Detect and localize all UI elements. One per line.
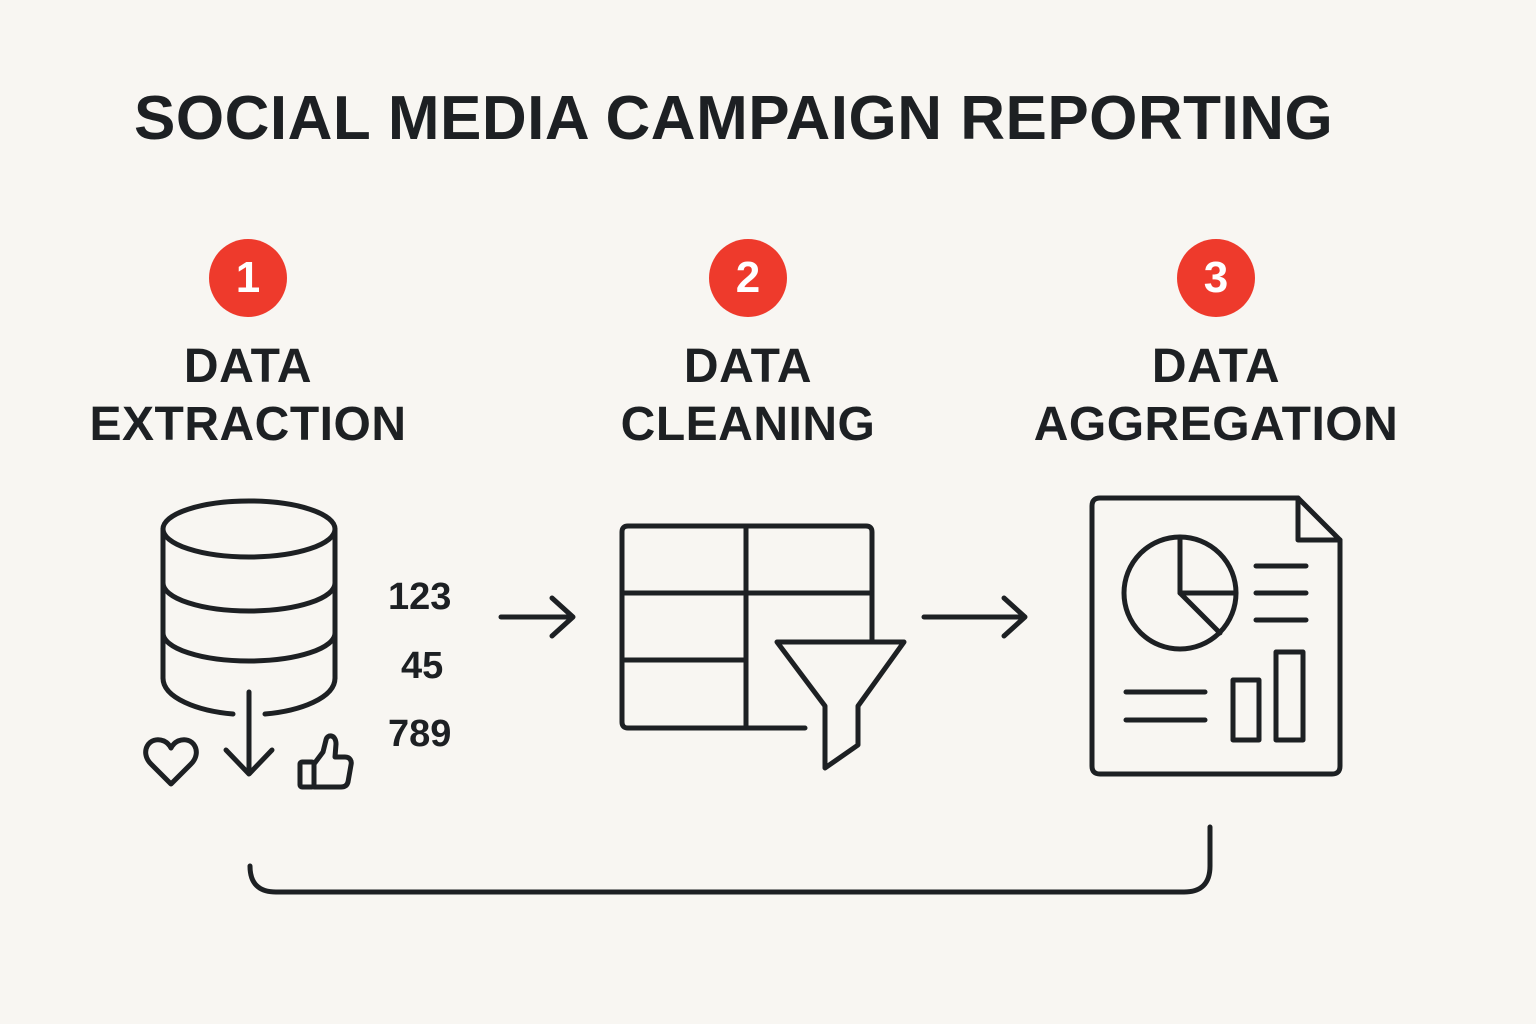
step-1-badge: 1: [209, 239, 287, 317]
heart-icon: [146, 740, 197, 784]
pie-chart-icon: [1124, 537, 1236, 649]
table-icon: [622, 526, 872, 728]
step-2-badge: 2: [709, 239, 787, 317]
step-3-label: DATA AGGREGATION: [1006, 338, 1426, 454]
loop-back-line: [250, 827, 1210, 892]
right-arrow-icon: [924, 598, 1025, 636]
metric-value: 45: [401, 645, 444, 687]
step-1-label-line2: EXTRACTION: [89, 398, 407, 451]
funnel-icon: [777, 642, 904, 768]
database-icon: [163, 501, 335, 714]
thumbs-up-icon: [300, 736, 351, 787]
step-1-label-line1: DATA: [183, 340, 313, 393]
step-3-label-line2: AGGREGATION: [1033, 398, 1399, 451]
step-3-label-line1: DATA: [1151, 340, 1281, 393]
step-1-label: DATA EXTRACTION: [38, 338, 458, 454]
step-2-label: DATA CLEANING: [538, 338, 958, 454]
step-2-label-line1: DATA: [683, 340, 813, 393]
step-3-badge: 3: [1177, 239, 1255, 317]
metric-value: 123: [388, 576, 452, 618]
page-title: SOCIAL MEDIA CAMPAIGN REPORTING: [134, 84, 1334, 153]
right-arrow-icon: [501, 598, 573, 636]
step-2-label-line2: CLEANING: [620, 398, 876, 451]
down-arrow-icon: [226, 692, 272, 774]
bar-chart-icon: [1233, 652, 1303, 740]
report-document-icon: [1092, 498, 1340, 774]
metric-value: 789: [388, 713, 452, 755]
